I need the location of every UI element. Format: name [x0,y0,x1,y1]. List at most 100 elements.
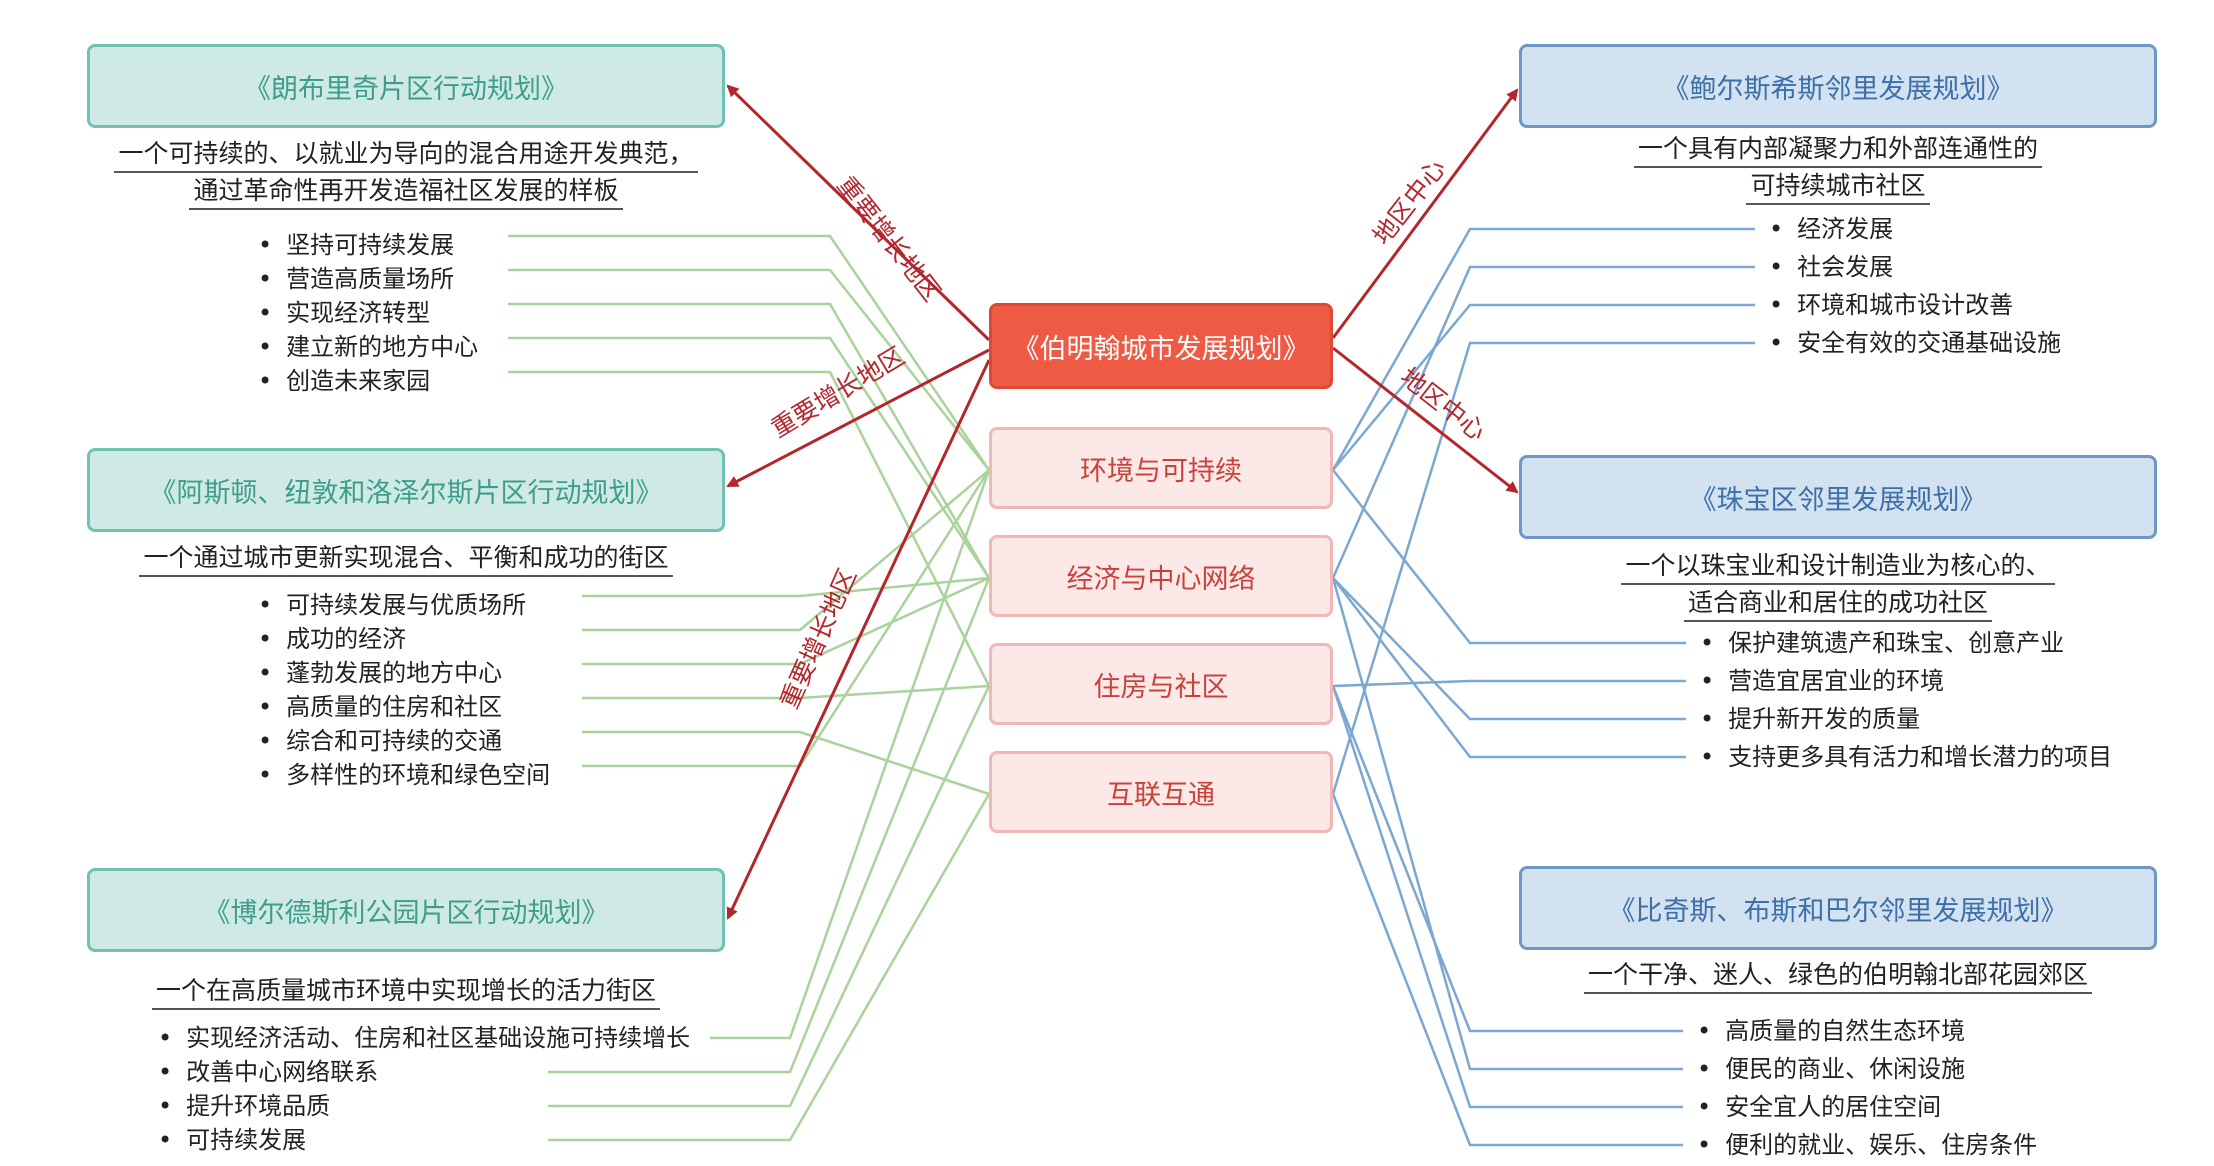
arrow-to-longbridge [726,84,991,342]
list-item: 建立新的地方中心 [258,330,478,364]
red-arrow-group [726,84,1519,920]
theme-label: 环境与可持续 [1080,455,1242,487]
plan-title: 《博尔德斯利公园片区行动规划》 [203,897,609,929]
blue-connector [1331,341,1755,795]
green-connector [508,370,991,687]
plan-title: 《朗布里奇片区行动规划》 [244,73,568,105]
green-connector [582,576,990,666]
plan-subtitle: 一个具有内部凝聚力和外部连通性的 可持续城市社区 [1519,131,2157,205]
list-item: 提升新开发的质量 [1700,700,2112,738]
arrow-to-aston [726,348,990,488]
arrow-to-balsall-heath [1331,88,1519,339]
theme-label: 经济与中心网络 [1066,563,1256,595]
list-item: 改善中心网络联系 [158,1055,690,1089]
plan-subtitle: 一个以珠宝业和设计制造业为核心的、 适合商业和居住的成功社区 [1519,548,2157,622]
plan-title: 《阿斯顿、纽敦和洛泽尔斯片区行动规划》 [149,477,663,509]
plan-item-list: 保护建筑遗产和珠宝、创意产业 营造宜居宜业的环境 提升新开发的质量 支持更多具有… [1700,624,2112,776]
list-item: 提升环境品质 [158,1089,690,1123]
plan-item-list: 实现经济活动、住房和社区基础设施可持续增长 改善中心网络联系 提升环境品质 可持… [158,1021,690,1157]
blue-connector [1331,793,1683,1147]
list-item: 经济发展 [1769,210,2061,248]
list-item: 营造宜居宜业的环境 [1700,662,2112,700]
plan-subtitle-line: 可持续城市社区 [1746,168,1930,205]
center-plan-title: 《伯明翰城市发展规划》 [1012,333,1310,365]
plan-subtitle: 一个通过城市更新实现混合、平衡和成功的街区 [87,540,725,577]
list-item: 多样性的环境和绿色空间 [258,758,550,792]
plan-item-list: 经济发展 社会发展 环境和城市设计改善 安全有效的交通基础设施 [1769,210,2061,362]
plan-subtitle-line: 适合商业和居住的成功社区 [1683,585,1992,622]
plan-subtitle-line: 一个通过城市更新实现混合、平衡和成功的街区 [139,540,673,577]
plan-subtitle-line: 一个具有内部凝聚力和外部连通性的 [1633,131,2042,168]
plan-box-jewellery-quarter[interactable]: 《珠宝区邻里发展规划》 [1519,455,2157,539]
green-connector [508,234,991,471]
plan-subtitle: 一个干净、迷人、绿色的伯明翰北部花园郊区 [1519,957,2157,994]
blue-connector [1331,685,1683,1109]
green-connector [710,469,991,1040]
arrow-to-bordesley [726,359,991,920]
list-item: 高质量的自然生态环境 [1697,1012,2037,1050]
list-item: 可持续发展 [158,1123,690,1157]
list-item: 实现经济活动、住房和社区基础设施可持续增长 [158,1021,690,1055]
list-item: 创造未来家园 [258,364,478,398]
plan-subtitle-line: 一个干净、迷人、绿色的伯明翰北部花园郊区 [1583,957,2092,994]
theme-node-connectivity[interactable]: 互联互通 [989,751,1333,833]
plan-box-bordesley[interactable]: 《博尔德斯利公园片区行动规划》 [87,868,725,952]
blue-connector [1332,303,1755,471]
plan-title: 《珠宝区邻里发展规划》 [1689,484,1987,516]
blue-connector-group [1331,227,1755,1147]
blue-connector [1331,265,1755,579]
list-item: 高质量的住房和社区 [258,690,550,724]
green-connector [508,302,991,579]
green-connector [582,576,990,598]
list-item: 综合和可持续的交通 [258,724,550,758]
blue-connector [1331,577,1683,1071]
plan-subtitle-line: 一个可持续的、以就业为导向的混合用途开发典范， [114,136,698,173]
list-item: 便利的就业、娱乐、住房条件 [1697,1126,2037,1164]
plan-subtitle: 一个在高质量城市环境中实现增长的活力街区 [87,973,725,1010]
plan-item-list: 坚持可持续发展 营造高质量场所 实现经济转型 建立新的地方中心 创造未来家园 [258,228,478,398]
blue-connector [1332,577,1686,721]
blue-connector [1332,577,1686,759]
list-item: 保护建筑遗产和珠宝、创意产业 [1700,624,2112,662]
list-item: 安全有效的交通基础设施 [1769,324,2061,362]
arrow-to-jewellery-quarter [1332,346,1519,494]
list-item: 可持续发展与优质场所 [258,588,550,622]
plan-title: 《比奇斯、布斯和巴尔邻里发展规划》 [1608,895,2068,927]
list-item: 营造高质量场所 [258,262,478,296]
plan-box-beeches-booths-barr[interactable]: 《比奇斯、布斯和巴尔邻里发展规划》 [1519,866,2157,950]
green-connector [582,469,990,632]
blue-connector [1331,685,1683,1033]
plan-box-longbridge[interactable]: 《朗布里奇片区行动规划》 [87,44,725,128]
plan-title: 《鲍尔斯希斯邻里发展规划》 [1662,73,2014,105]
theme-node-economy[interactable]: 经济与中心网络 [989,535,1333,617]
theme-node-housing[interactable]: 住房与社区 [989,643,1333,725]
plan-item-list: 高质量的自然生态环境 便民的商业、休闲设施 安全宜人的居住空间 便利的就业、娱乐… [1697,1012,2037,1164]
plan-subtitle: 一个可持续的、以就业为导向的混合用途开发典范， 通过革命性再开发造福社区发展的样… [87,136,725,210]
green-connector [508,268,990,471]
theme-label: 互联互通 [1107,779,1215,811]
list-item: 社会发展 [1769,248,2061,286]
list-item: 坚持可持续发展 [258,228,478,262]
blue-connector [1332,469,1686,645]
list-item: 安全宜人的居住空间 [1697,1088,2037,1126]
plan-box-balsall-heath[interactable]: 《鲍尔斯希斯邻里发展规划》 [1519,44,2157,128]
plan-item-list: 可持续发展与优质场所 成功的经济 蓬勃发展的地方中心 高质量的住房和社区 综合和… [258,588,550,792]
theme-node-environment[interactable]: 环境与可持续 [989,427,1333,509]
center-plan-node[interactable]: 《伯明翰城市发展规划》 [989,303,1333,389]
plan-subtitle-line: 一个以珠宝业和设计制造业为核心的、 [1621,548,2055,585]
plan-subtitle-line: 通过革命性再开发造福社区发展的样板 [189,173,623,210]
plan-box-aston[interactable]: 《阿斯顿、纽敦和洛泽尔斯片区行动规划》 [87,448,725,532]
theme-label: 住房与社区 [1093,671,1229,703]
list-item: 支持更多具有活力和增长潜力的项目 [1700,738,2112,776]
plan-subtitle-line: 一个在高质量城市环境中实现增长的活力街区 [151,973,660,1010]
list-item: 环境和城市设计改善 [1769,286,2061,324]
green-connector [582,730,990,796]
list-item: 蓬勃发展的地方中心 [258,656,550,690]
list-item: 实现经济转型 [258,296,478,330]
list-item: 便民的商业、休闲设施 [1697,1050,2037,1088]
blue-connector [1332,679,1686,688]
blue-connector [1331,227,1755,471]
green-connector [508,336,991,579]
list-item: 成功的经济 [258,622,550,656]
